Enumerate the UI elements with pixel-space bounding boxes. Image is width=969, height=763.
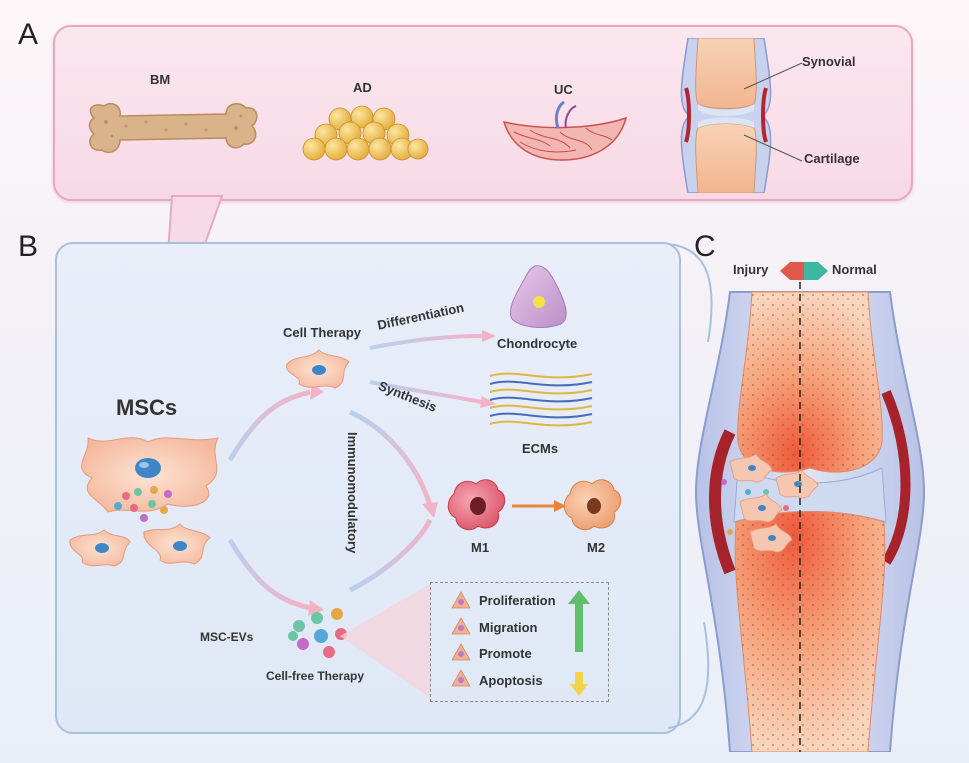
injury-arrow-icon bbox=[780, 262, 804, 280]
cell-therapy-label: Cell Therapy bbox=[283, 325, 362, 340]
joint-icon bbox=[680, 38, 772, 193]
effect-proliferation: Proliferation bbox=[479, 593, 556, 608]
panel-a-sources bbox=[53, 25, 913, 201]
m1-label: M1 bbox=[471, 540, 490, 555]
vesicle-cluster bbox=[288, 608, 347, 658]
m2-label: M2 bbox=[587, 540, 606, 555]
down-arrow-icon bbox=[570, 672, 588, 696]
panel-b-letter: B bbox=[18, 230, 39, 263]
msc-evs-label: MSC-EVs bbox=[200, 630, 254, 644]
source-label-uc: UC bbox=[554, 82, 573, 97]
immunomodulatory-label: Immunomodulatory bbox=[345, 432, 360, 554]
umbilical-cord-icon bbox=[502, 100, 628, 161]
effect-promote: Promote bbox=[479, 646, 532, 661]
macrophage-icon bbox=[447, 479, 622, 531]
effects-box bbox=[430, 582, 609, 702]
joint-a-leader-lines bbox=[743, 62, 803, 162]
source-label-ad: AD bbox=[353, 80, 372, 95]
injury-normal-arrows bbox=[780, 262, 828, 280]
synovial-label: Synovial bbox=[802, 54, 856, 69]
effect-apoptosis: Apoptosis bbox=[479, 673, 543, 688]
knee-joint-illustration bbox=[694, 282, 926, 752]
ecms-label: ECMs bbox=[522, 441, 559, 456]
effects-fan bbox=[340, 584, 430, 698]
cartilage-label: Cartilage bbox=[804, 151, 860, 166]
source-label-bm: BM bbox=[150, 72, 171, 87]
panel-c-letter: C bbox=[694, 230, 716, 263]
vesicle-icon bbox=[114, 486, 172, 522]
effect-migration: Migration bbox=[479, 620, 538, 635]
mscs-label: MSCs bbox=[116, 395, 178, 420]
chondrocyte-icon bbox=[509, 265, 567, 328]
therapy-arrows bbox=[227, 330, 496, 616]
up-down-arrows bbox=[568, 590, 590, 696]
normal-arrow-icon bbox=[804, 262, 828, 280]
chondrocyte-label: Chondrocyte bbox=[497, 336, 578, 351]
adipose-icon bbox=[302, 105, 429, 161]
cell-free-therapy-label: Cell-free Therapy bbox=[266, 669, 365, 683]
up-arrow-icon bbox=[568, 590, 590, 652]
panel-a-letter: A bbox=[18, 18, 39, 51]
normal-label: Normal bbox=[832, 262, 877, 277]
fiber-icon bbox=[489, 372, 593, 427]
bone-icon bbox=[88, 102, 258, 154]
cell-icon bbox=[286, 349, 350, 389]
panel-bracket bbox=[668, 243, 713, 729]
effect-cell-icons bbox=[451, 591, 471, 687]
injury-label: Injury bbox=[733, 262, 769, 277]
msc-cell-cluster bbox=[69, 437, 219, 567]
